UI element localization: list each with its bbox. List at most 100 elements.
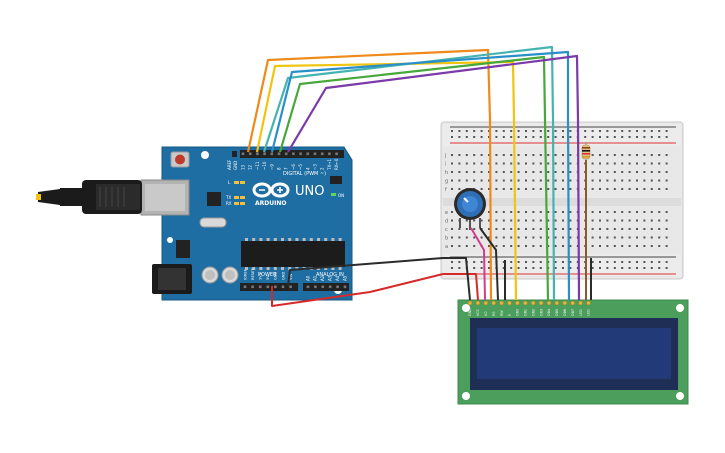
row-letter: f [445,187,447,193]
potentiometer[interactable] [454,188,486,230]
analog-pin-label: A0 [305,275,310,281]
power-pin[interactable] [266,285,270,289]
analog-pin[interactable] [328,285,332,289]
wire-purple-db7 [287,54,581,301]
reset-button[interactable] [170,151,190,168]
power-section-label: POWER [258,272,277,278]
tx-led-label: TX [225,195,231,200]
lcd-pin[interactable] [570,300,575,306]
rx-led-label: RX [226,201,232,206]
digital-pin-label: 7 [284,167,289,170]
digital-pin[interactable] [306,152,310,156]
digital-pin-label: 2 [320,167,325,170]
lcd-pin-label: DB2 [531,309,535,316]
lcd-pin[interactable] [483,300,489,306]
wire-black-lcd-gnd [459,257,471,301]
power-pin[interactable] [274,285,277,289]
analog-pin[interactable] [306,285,310,289]
power-pin[interactable] [258,285,262,289]
lcd-pin[interactable] [562,300,568,306]
lcd-pin[interactable] [515,300,520,306]
lcd-pin[interactable] [578,300,583,306]
row-letter: b [445,236,448,242]
power-pin[interactable] [251,285,254,289]
lcd-pin-label: RS [492,311,496,316]
lcd-pin-label: DB1 [524,309,528,316]
digital-pin-label: ~10 [262,161,267,170]
wire-pink-v0 [470,227,486,301]
digital-pin[interactable] [320,152,324,156]
digital-pin[interactable] [256,152,259,156]
analog-pin[interactable] [343,285,347,289]
crystal [199,217,227,228]
digital-pin[interactable] [270,152,274,156]
lcd-pin[interactable] [538,300,544,306]
lcd-pin[interactable] [523,300,528,306]
row-letter: d [445,219,448,225]
usb-port [140,179,190,216]
digital-pin-label: RX←0 [334,158,339,170]
digital-pin[interactable] [263,152,266,156]
lcd-pin[interactable] [467,300,473,306]
arduino-logo-icon [252,182,290,198]
lcd-pin-label: DB3 [539,309,543,316]
lcd-pin[interactable] [475,300,481,306]
wire-black-gnd [287,257,460,287]
lcd-pin-label: E [508,314,512,316]
power-pin-label: 5V [266,275,270,280]
lcd-pin[interactable] [491,300,496,306]
lcd-pin-label: LED [579,309,583,316]
digital-pin[interactable] [292,152,295,156]
digital-pin[interactable] [313,152,317,156]
analog-section-label: ANALOG IN [316,272,344,278]
resistor[interactable] [581,142,591,160]
row-letter: a [445,244,448,250]
wire-yellow-e [255,60,518,301]
row-letter: e [445,210,448,216]
digital-pin[interactable] [241,152,245,156]
wire-teal-db4 [262,45,556,301]
l-led-label: L [228,180,231,185]
lcd-pin[interactable] [554,300,560,306]
lcd-pin[interactable] [507,300,512,306]
digital-pin[interactable] [277,152,281,156]
brand-label: ARDUINO [255,200,286,207]
analog-pin[interactable] [336,285,339,289]
digital-pin-label: 8 [277,167,282,170]
analog-header [303,283,349,291]
digital-pin-label: ~5 [298,164,303,170]
lcd-pin[interactable] [586,300,591,306]
uno-label: UNO [295,184,324,199]
analog-pin-label: A1 [313,275,318,281]
digital-pin[interactable] [284,152,288,156]
lcd-pin[interactable] [546,300,552,306]
lcd-pin[interactable] [530,300,536,306]
row-letter: h [445,170,448,176]
digital-pin[interactable] [328,152,331,156]
analog-pin[interactable] [321,285,325,289]
lcd-pin-label: DB4 [547,309,551,316]
power-pin[interactable] [243,285,247,289]
digital-pin[interactable] [335,152,338,156]
wires [246,45,592,307]
digital-pin[interactable] [248,152,252,156]
analog-pin[interactable] [314,285,317,289]
status-leds [234,181,336,205]
capacitor [201,266,219,284]
digital-header [240,150,344,158]
digital-pin[interactable] [299,152,302,156]
lcd-pin[interactable] [499,300,504,306]
power-pin[interactable] [289,285,292,289]
power-pin[interactable] [281,285,285,289]
digital-pin-label: ~11 [255,161,260,170]
lcd-pin-label: DB6 [563,309,567,316]
wire-red-5v [271,273,460,307]
lcd-pin-label: GND [468,308,472,316]
analog-pin-label: A2 [320,275,325,281]
